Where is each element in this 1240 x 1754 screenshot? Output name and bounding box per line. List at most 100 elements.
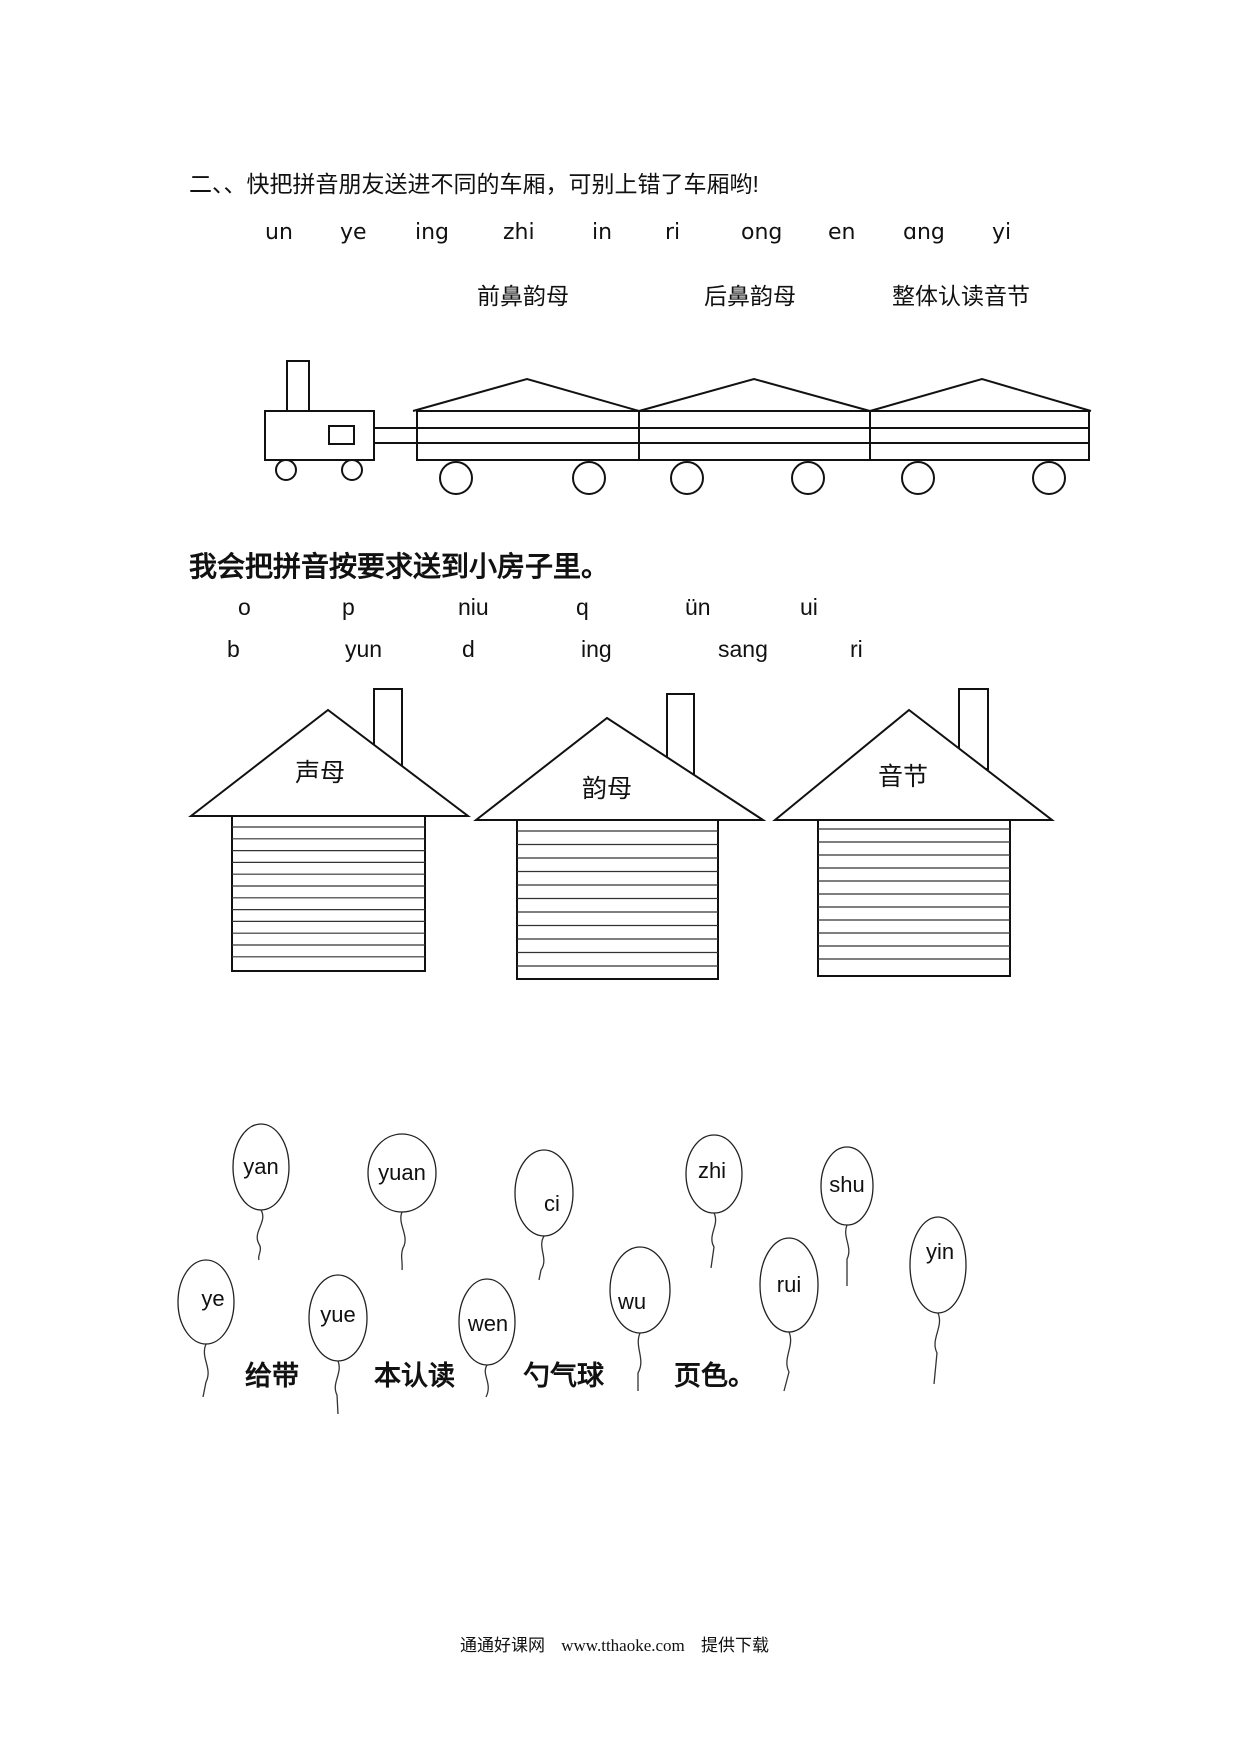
footer-site: 通通好课网 [460,1636,545,1655]
house-label: 声母 [295,758,345,787]
letter-item: ing [581,636,612,662]
balloon-string [710,1212,717,1269]
car-wheel [572,461,606,495]
letter-item: ri [850,636,863,662]
house-roof [473,716,767,821]
engine-body [264,410,375,461]
car-wheel [1032,461,1066,495]
pinyin-item: zhi [503,220,535,245]
balloon-label: yin [926,1239,954,1264]
car-label-whole-syllable: 整体认读音节 [892,283,1030,309]
train-car-3 [869,410,1090,461]
car-roof-3 [869,377,1092,412]
letter-item: ün [685,594,711,620]
pinyin-item: un [265,220,293,245]
pinyin-item: ong [741,220,783,245]
pinyin-item: in [592,220,613,245]
engine-wheel [341,459,363,481]
letter-item: q [576,594,589,620]
car-label-front-nasal: 前鼻韵母 [477,283,569,309]
footer-url: www.tthaoke.com [561,1636,685,1655]
pinyin-item: ye [340,220,367,245]
balloon-shape [367,1133,437,1213]
house-body [817,819,1011,977]
balloon: rui [759,1237,819,1392]
letter-item: sang [718,636,768,662]
house-label: 音节 [878,762,928,791]
page-footer: 通通好课网 www.tthaoke.com 提供下载 [460,1637,781,1654]
balloon-string [933,1312,941,1385]
house-writing-lines [232,826,1010,967]
balloon-shape [232,1123,290,1211]
letter-item: o [238,594,251,620]
balloon-string [400,1211,406,1271]
engine-wheel [275,459,297,481]
car-wheel [791,461,825,495]
balloon: yue [308,1274,368,1415]
instruction-fragment: 本认读 [374,1361,455,1391]
balloon-shape [759,1237,819,1333]
car-wheel [439,461,473,495]
balloon-label: yuan [378,1160,426,1185]
letter-item: ui [800,594,818,620]
letter-item: d [462,636,475,662]
balloon: yuan [367,1133,437,1271]
instruction-fragment: 勺气球 [523,1361,604,1391]
house-label: 韵母 [582,774,632,803]
balloon-shape [609,1246,671,1334]
house-body [516,819,719,980]
house-shengmu: 声母 [188,688,471,972]
pinyin-item: ɑng [903,220,945,245]
balloon-label: wen [467,1311,508,1336]
balloon-string [202,1343,209,1398]
car-label-back-nasal: 后鼻韵母 [704,283,796,309]
balloon: wen [458,1278,516,1398]
house-yunmu: 韵母 [473,693,767,980]
car-wheel [670,461,704,495]
balloon-string [845,1224,850,1286]
balloon-string [538,1235,545,1281]
balloon: shu [820,1146,874,1286]
instruction-fragment: 给带 [245,1361,299,1391]
balloon: yan [232,1123,290,1261]
balloon-shape [820,1146,874,1226]
balloon: ye [177,1259,235,1398]
instruction-fragment: 页色。 [674,1361,755,1391]
balloon-shape [177,1259,235,1345]
engine-window [328,425,355,445]
balloon-shape [458,1278,516,1366]
balloon-label: wu [617,1289,646,1314]
houses-section-title: 我会把拼音按要求送到小房子里。 [189,551,610,582]
balloon-string [334,1360,340,1415]
letter-item: niu [458,594,489,620]
balloon: zhi [685,1134,743,1269]
letter-item: p [342,594,355,620]
car-wheel [901,461,935,495]
balloon-label: zhi [698,1158,726,1183]
train-section-title: 二、、快把拼音朋友送进不同的车厢，可别上错了车厢哟! [189,171,759,197]
pinyin-item: yi [992,220,1012,245]
house-yinjie: 音节 [772,688,1055,977]
balloon-shape [685,1134,743,1214]
letter-item: b [227,636,240,662]
balloon-string [484,1364,489,1398]
balloon-string [256,1209,264,1261]
train-car-1 [416,410,640,461]
car-roof-2 [638,377,871,412]
balloon: wu [609,1246,671,1391]
balloon-string [783,1331,792,1392]
balloon: ci [514,1149,574,1281]
balloon-shape [308,1274,368,1362]
train-cars [412,377,1092,495]
pinyin-item: ri [665,220,681,245]
train-car-2 [638,410,871,461]
balloon-shape [909,1216,967,1314]
balloon-string [637,1332,642,1391]
train-engine [264,360,417,481]
pinyin-item: ing [415,220,450,245]
balloon-label: shu [829,1172,864,1197]
footer-note: 提供下载 [701,1636,770,1655]
balloon: yin [909,1216,967,1385]
balloon-shape [514,1149,574,1237]
